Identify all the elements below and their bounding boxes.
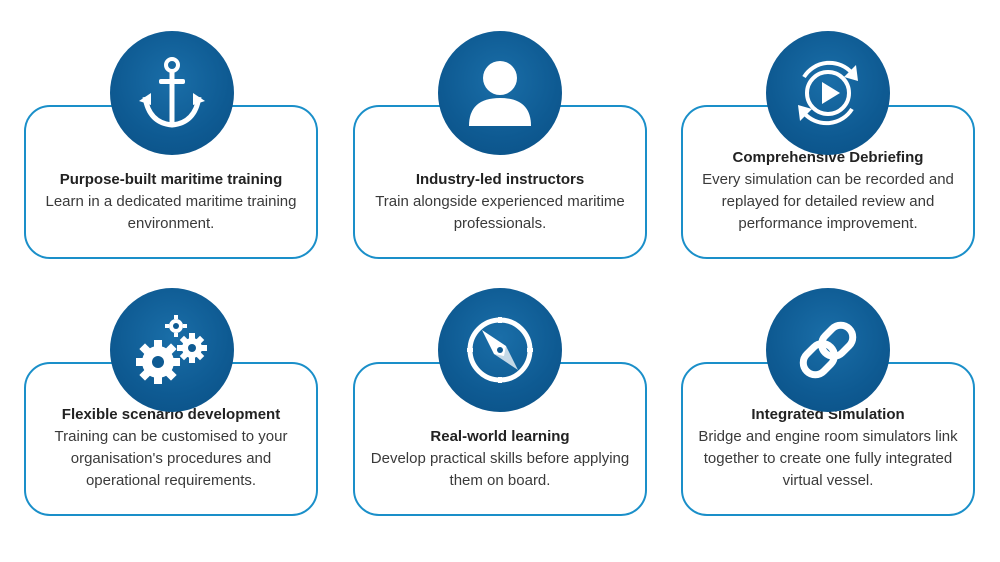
compass-icon bbox=[467, 317, 533, 383]
feature-title: Industry-led instructors bbox=[415, 171, 585, 188]
feature-description: Learn in a dedicated maritime training e… bbox=[45, 193, 297, 232]
feature-title: Real-world learning bbox=[430, 428, 570, 445]
feature-description: Every simulation can be recorded and rep… bbox=[702, 171, 954, 232]
feature-title: Integrated Simulation bbox=[751, 406, 905, 423]
link-icon bbox=[799, 321, 857, 379]
gears-icon bbox=[136, 315, 207, 384]
feature-description: Train alongside experienced maritime pro… bbox=[375, 193, 625, 232]
anchor-badge bbox=[110, 31, 234, 155]
anchor-icon bbox=[139, 57, 205, 128]
feature-description: Develop practical skills before applying… bbox=[370, 450, 630, 489]
feature-title: Flexible scenario development bbox=[61, 406, 281, 423]
feature-title: Comprehensive Debriefing bbox=[732, 149, 924, 166]
feature-description: Bridge and engine room simulators link t… bbox=[698, 428, 958, 489]
user-badge bbox=[438, 31, 562, 155]
feature-description: Training can be customised to your organ… bbox=[54, 428, 288, 489]
compass-badge bbox=[438, 288, 562, 412]
replay-badge bbox=[766, 31, 890, 155]
feature-title: Purpose-built maritime training bbox=[59, 171, 283, 188]
gears-badge bbox=[110, 288, 234, 412]
link-badge bbox=[766, 288, 890, 412]
replay-icon bbox=[798, 60, 858, 126]
user-icon bbox=[469, 61, 531, 126]
